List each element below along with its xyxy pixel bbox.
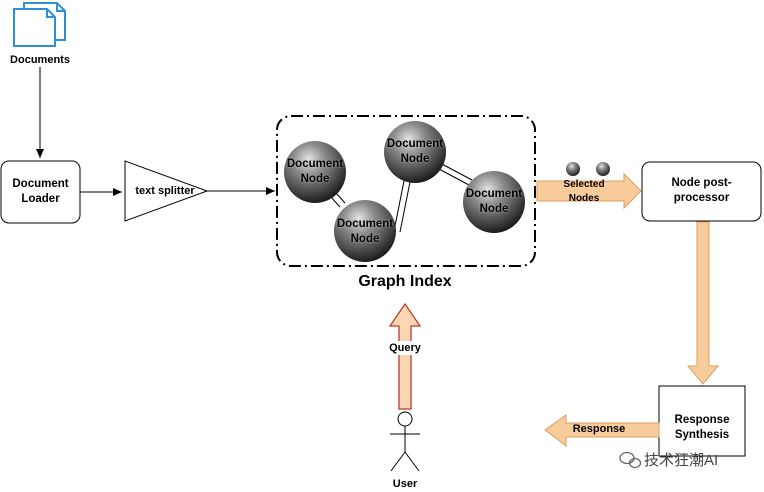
document-node-1-sphere: [284, 141, 346, 203]
selected-node-dot-1: [566, 162, 580, 176]
watermark: 技术狂潮AI: [618, 448, 718, 470]
document-loader-line1: Document: [12, 178, 69, 190]
document-node-3-line1: Document: [386, 138, 444, 150]
graph-to-postprocessor-arrow: [536, 172, 642, 210]
selected-nodes-line2: Nodes: [568, 193, 600, 204]
text-splitter-label: text splitter: [135, 185, 195, 197]
user-icon: [390, 411, 420, 472]
document-node-2-line1: Document: [336, 218, 394, 230]
document-node-1-line2: Node: [300, 173, 330, 185]
node-postprocessor-line2: processor: [673, 192, 730, 204]
text-splitter-shape: [124, 160, 209, 222]
document-node-4-sphere: [463, 171, 525, 233]
query-label: Query: [384, 341, 426, 355]
selected-nodes-label: Selected Nodes: [554, 178, 614, 206]
document-node-2-sphere: [334, 200, 396, 262]
response-arrow: [544, 414, 660, 448]
user-label: User: [392, 478, 418, 490]
selected-node-dot-2: [596, 162, 610, 176]
document-node-3-label: Document Node: [375, 137, 455, 167]
wechat-icon: [619, 451, 642, 469]
response-synthesis-box: [658, 385, 746, 457]
document-node-3-sphere: [384, 121, 446, 183]
watermark-text: 技术狂潮AI: [644, 451, 719, 469]
document-node-1-line1: Document: [286, 158, 344, 170]
response-label: Response: [572, 423, 626, 435]
document-node-3-line2: Node: [400, 153, 430, 165]
document-loader-label: Document Loader: [1, 177, 80, 207]
node-postprocessor-label: Node post- processor: [642, 176, 761, 206]
document-node-1-label: Document Node: [275, 157, 355, 187]
document-node-2-line2: Node: [350, 233, 380, 245]
response-synthesis-line1: Response: [674, 414, 730, 426]
document-node-4-label: Document Node: [454, 187, 534, 217]
documents-label: Documents: [10, 54, 70, 66]
graph-index-container: [276, 115, 536, 267]
document-node-4-line1: Document: [465, 188, 523, 200]
document-loader-line2: Loader: [21, 193, 60, 205]
node-postprocessor-box: [641, 161, 762, 222]
document-node-4-line2: Node: [479, 203, 509, 215]
node-postprocessor-line1: Node post-: [671, 177, 732, 189]
node-connectors: [330, 162, 473, 233]
query-arrow: [388, 302, 422, 410]
documents-icon: [13, 2, 66, 47]
response-synthesis-line2: Synthesis: [674, 429, 730, 441]
graph-index-title: Graph Index: [358, 273, 452, 290]
response-synthesis-label: Response Synthesis: [659, 413, 745, 443]
selected-nodes-line1: Selected: [563, 179, 605, 190]
postprocessor-to-synthesis-arrow: [686, 221, 720, 385]
document-node-2-label: Document Node: [325, 217, 405, 247]
